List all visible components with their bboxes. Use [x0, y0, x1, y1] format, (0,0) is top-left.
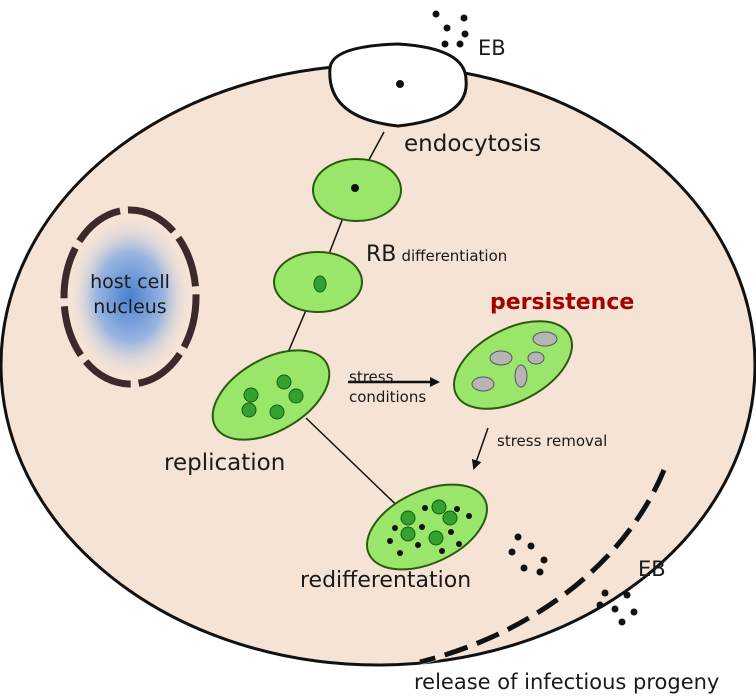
- rb-label: RB differentiation: [366, 244, 507, 266]
- stress-label-line2: conditions: [349, 388, 427, 407]
- persistence-label: persistence: [490, 290, 635, 315]
- rb-sub-label: differentiation: [401, 247, 508, 265]
- host-cell-nucleus: [60, 206, 200, 388]
- eb-in-vesicle: [396, 80, 404, 88]
- pathway-line-to-redifferentiation: [305, 417, 413, 521]
- eb-cluster-bottom: [596, 589, 638, 626]
- replication-inclusion: [211, 349, 331, 441]
- eb-cluster-top: [432, 10, 469, 48]
- persistent-inclusion: [453, 320, 573, 410]
- nuclear-envelope: [60, 206, 200, 388]
- redifferentiation-inclusion: [366, 483, 488, 571]
- nucleus-label-line1: host cell: [90, 271, 170, 293]
- stress-label-line1: stress: [349, 368, 394, 386]
- rb-inclusion: [273, 251, 363, 313]
- stress-conditions-label: stress conditions: [349, 367, 426, 408]
- endocytosis-label: endocytosis: [404, 131, 542, 157]
- eb-cluster-released: [508, 533, 548, 576]
- membrane-dashed: [419, 469, 667, 665]
- pathway-line-main: [271, 131, 385, 391]
- redifferentation-label: redifferentation: [300, 568, 472, 593]
- nucleus-label: host cell nucleus: [80, 270, 180, 319]
- stress-removal-label: stress removal: [497, 432, 608, 450]
- early-inclusion: [312, 158, 402, 222]
- nucleus-label-line2: nucleus: [93, 295, 167, 318]
- rb-main-label: RB: [366, 242, 397, 267]
- release-label: release of infectious progeny: [414, 670, 720, 694]
- eb-bottom-label: EB: [638, 557, 666, 581]
- replication-label: replication: [164, 450, 286, 476]
- eb-top-label: EB: [478, 36, 506, 60]
- stress-removal-arrow: [471, 427, 489, 470]
